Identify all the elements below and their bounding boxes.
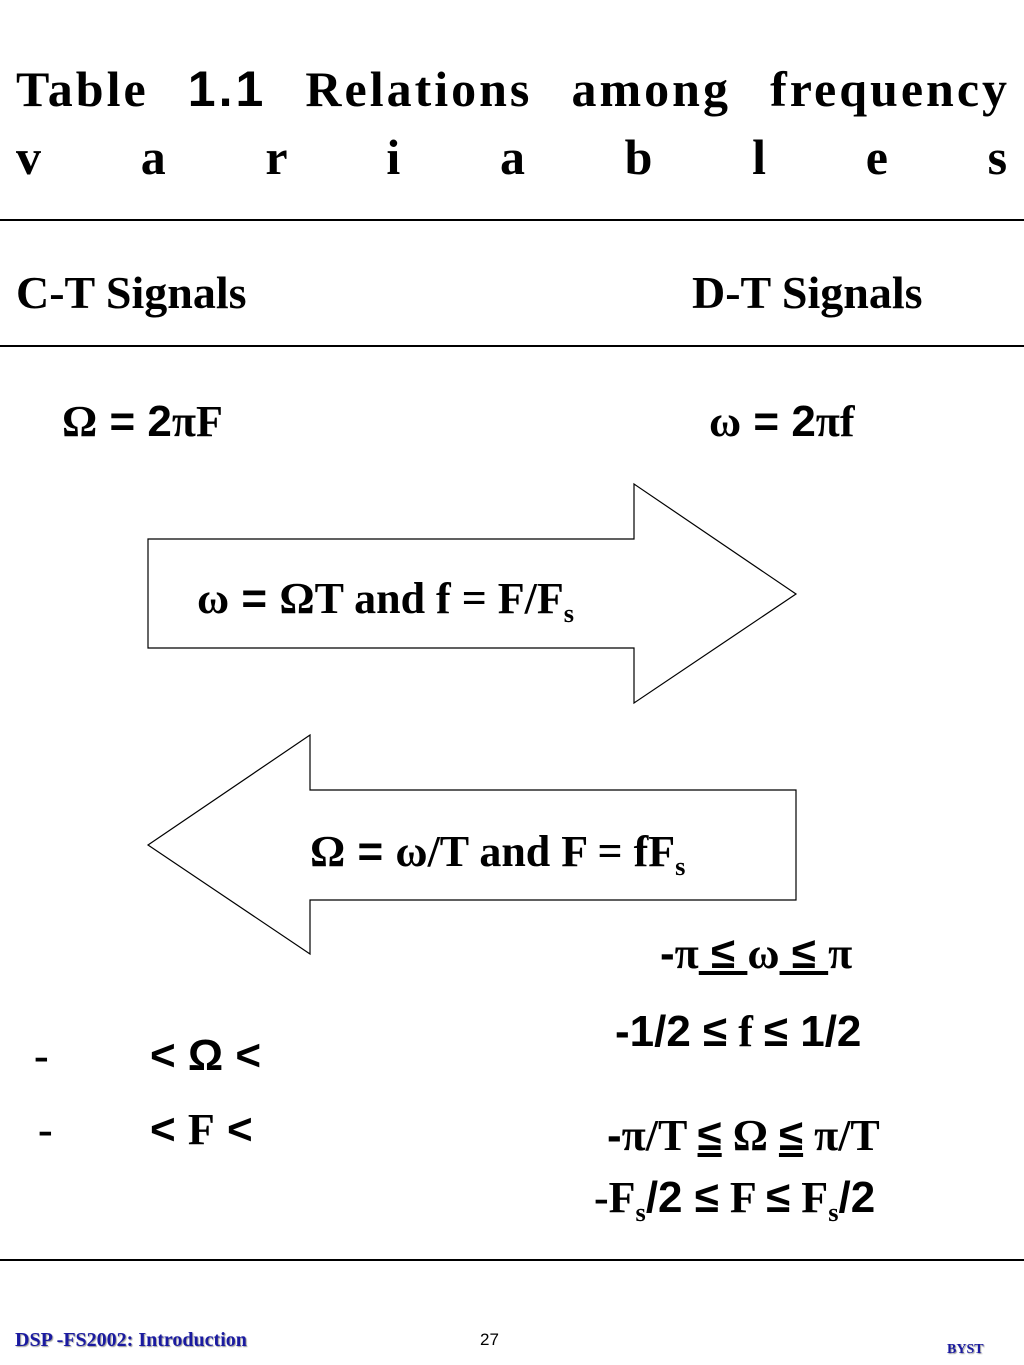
ct-signals-header: C-T Signals <box>16 267 247 318</box>
title-word-frequency: frequency <box>770 61 1010 117</box>
title-letter: s <box>987 129 1010 185</box>
right-arrow-equation: ω = ΩT and f = F/Fs <box>197 574 575 629</box>
dt-Omega-range: -π/T ≤ Ω ≤ π/T <box>607 1111 880 1160</box>
title-line-2: v a r i a b l e s <box>16 126 1010 188</box>
title-letter: l <box>752 129 770 185</box>
dt-signals-header: D-T Signals <box>692 267 923 318</box>
title-letter: e <box>865 129 891 185</box>
ct-F-range: < F < <box>150 1105 253 1154</box>
top-rule <box>0 219 1024 221</box>
title-letter: b <box>624 129 656 185</box>
bottom-rule <box>0 1259 1024 1261</box>
ct-omega-range: < Ω < <box>150 1031 262 1080</box>
title-letter: r <box>265 129 290 185</box>
footer-author-label: BYST <box>947 1342 984 1357</box>
title-word-among: among <box>571 61 731 117</box>
dt-omega-range: -π ≤ ω ≤ π <box>660 929 853 978</box>
title-word-relations: Relations <box>305 61 533 117</box>
ct-omega-definition: Ω = 2πF <box>62 397 223 446</box>
title-letter: a <box>140 129 169 185</box>
footer-course-label: DSP -FS2002: Introduction <box>15 1329 247 1351</box>
title-letter: a <box>499 129 528 185</box>
title-letter: v <box>16 129 44 185</box>
ct-F-dash: - <box>38 1105 53 1154</box>
dt-F-range: -Fs/2 ≤ F ≤ Fs/2 <box>594 1173 876 1228</box>
ct-omega-dash: - <box>34 1031 49 1080</box>
title-letter: i <box>386 129 404 185</box>
page-number: 27 <box>480 1330 499 1349</box>
title-line-1: Table 1.1 Relations among frequency <box>16 58 1010 120</box>
table-number: 1.1 <box>187 61 267 117</box>
left-arrow-shape <box>146 733 797 956</box>
left-arrow-equation: Ω = ω/T and F = fFs <box>310 827 686 882</box>
right-arrow-shape <box>147 482 798 705</box>
title-word-table: Table <box>16 61 149 117</box>
dt-f-range: -1/2 ≤ f ≤ 1/2 <box>615 1007 862 1056</box>
header-rule <box>0 345 1024 347</box>
dt-omega-definition: ω = 2πf <box>709 397 855 446</box>
